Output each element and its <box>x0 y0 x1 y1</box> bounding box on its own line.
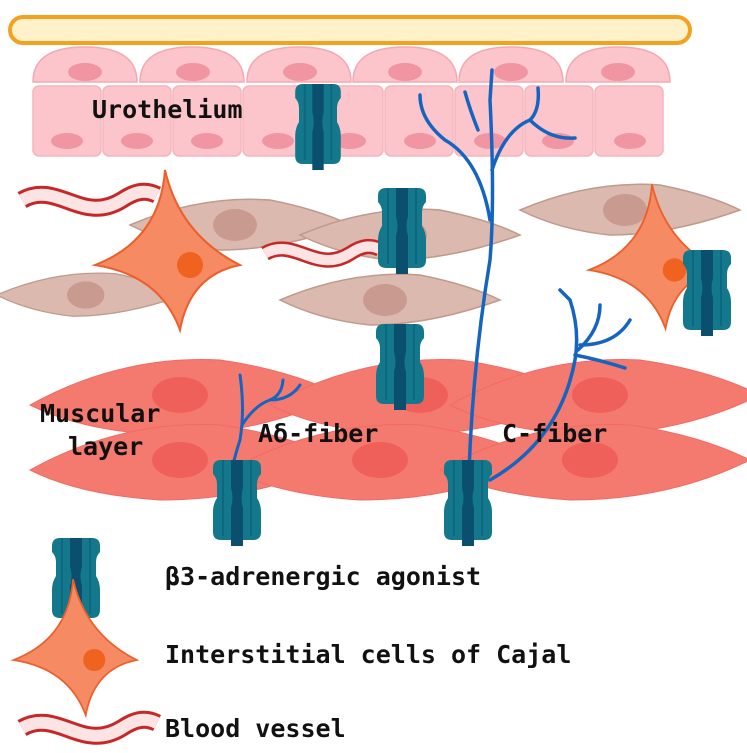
receptor-icon <box>377 187 427 275</box>
c-fiber-label: C-fiber <box>502 419 607 448</box>
legend-icc-label: Interstitial cells of Cajal <box>165 640 571 669</box>
blood-vessel <box>22 192 157 208</box>
c-fiber-nerve <box>418 68 632 512</box>
a-delta-fiber-label: Aδ-fiber <box>258 419 378 448</box>
muscular-layer-label-line2: layer <box>68 432 143 461</box>
receptor-icon <box>212 459 262 547</box>
legend-vessel-label: Blood vessel <box>165 714 346 743</box>
receptor-icon <box>443 459 493 547</box>
receptor-icon <box>682 249 732 337</box>
legend: β3-adrenergic agonist Interstitial cells… <box>12 537 571 743</box>
interstitial-cell-icon <box>12 578 138 717</box>
legend-receptor-label: β3-adrenergic agonist <box>165 562 481 591</box>
blood-vessel-icon <box>22 720 157 736</box>
muscular-layer-label: Muscular <box>40 399 160 428</box>
urothelium-label: Urothelium <box>92 95 243 124</box>
receptor-icon <box>294 83 342 171</box>
apical-membrane <box>8 15 692 45</box>
receptor-icon <box>375 323 425 411</box>
urothelium-layer <box>8 15 692 157</box>
blood-vessel <box>265 246 380 260</box>
umbrella-cells <box>32 46 671 83</box>
